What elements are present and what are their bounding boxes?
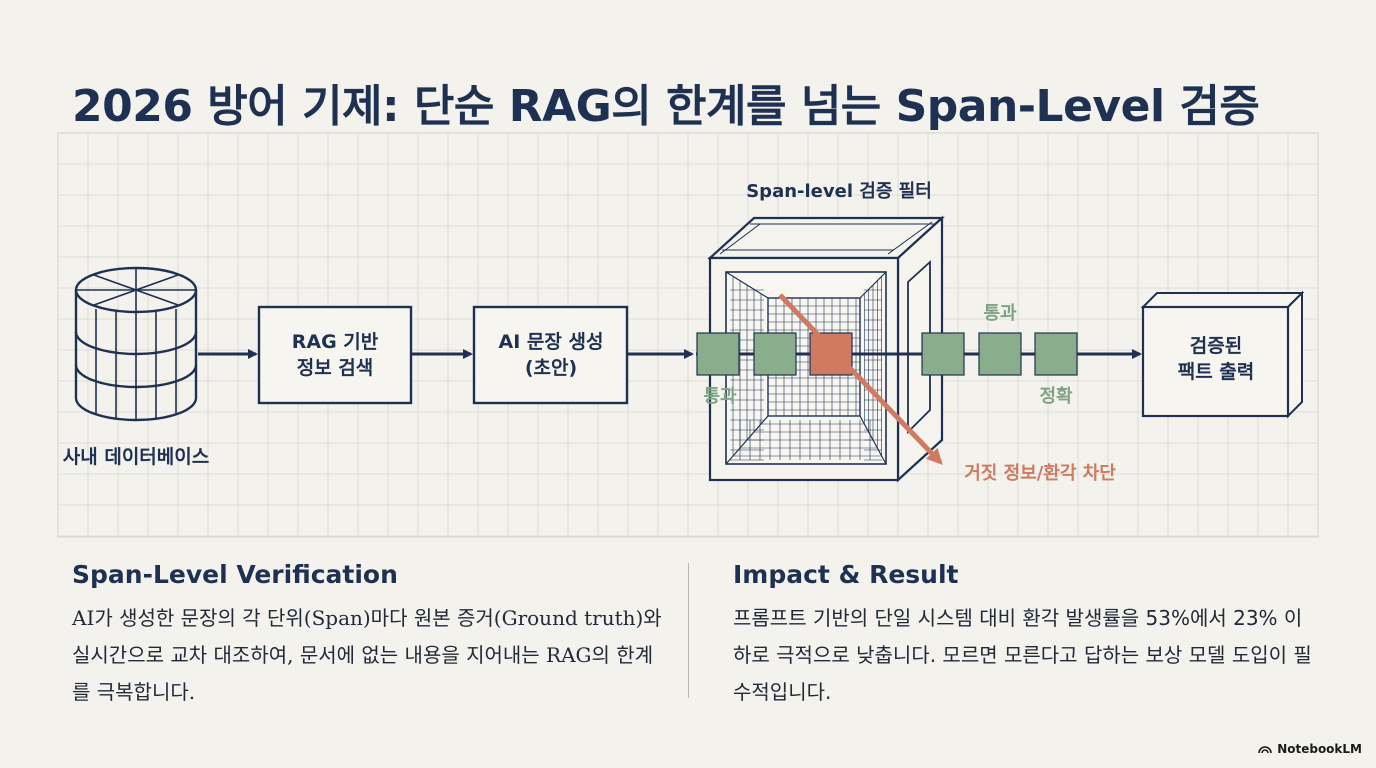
span-token-blocked [809,332,853,376]
ai-generation-line2: (초안) [525,357,577,379]
span-token-pass-2 [753,332,797,376]
section-divider [688,563,689,698]
pass-label-top: 통과 [983,303,1017,324]
span-token-pass-1 [696,332,740,376]
verified-output-box [1140,290,1305,419]
hallucination-block-arrow [778,293,943,465]
ai-generation-box [472,305,629,405]
span-token-pass-5 [1034,332,1078,376]
grid-panel [57,132,1319,538]
notebooklm-logo-icon [1258,746,1272,754]
brand-badge: NotebookLM [1258,742,1362,756]
span-token-pass-4 [978,332,1022,376]
database-label: 사내 데이터베이스 [63,446,209,468]
left-section-body: AI가 생성한 문장의 각 단위(Span)마다 원본 증거(Ground tr… [72,606,662,704]
pass-label-left: 통과 [703,386,737,407]
left-section-heading: Span-Level Verification [72,560,398,589]
right-section-body: 프롬프트 기반의 단일 시스템 대비 환각 발생률을 53%에서 23% 이하로… [733,606,1312,704]
rag-retrieval-box [257,305,413,405]
brand-label: NotebookLM [1277,742,1362,756]
filter-title: Span-level 검증 필터 [746,181,932,202]
page-title: 2026 방어 기제: 단순 RAG의 한계를 넘는 Span-Level 검증 [72,81,1260,132]
rag-retrieval-line1: RAG 기반 [292,331,379,353]
accurate-label: 정확 [1039,386,1073,407]
right-section-heading: Impact & Result [733,560,959,589]
rag-retrieval-line2: 정보 검색 [297,357,374,379]
ai-generation-line1: AI 문장 생성 [499,331,604,353]
span-token-pass-3 [921,332,965,376]
blocked-label: 거짓 정보/환각 차단 [964,462,1116,484]
verified-output-line1: 검증된 [1190,335,1242,357]
verified-output-line2: 팩트 출력 [1178,361,1255,383]
database-icon [74,266,198,422]
